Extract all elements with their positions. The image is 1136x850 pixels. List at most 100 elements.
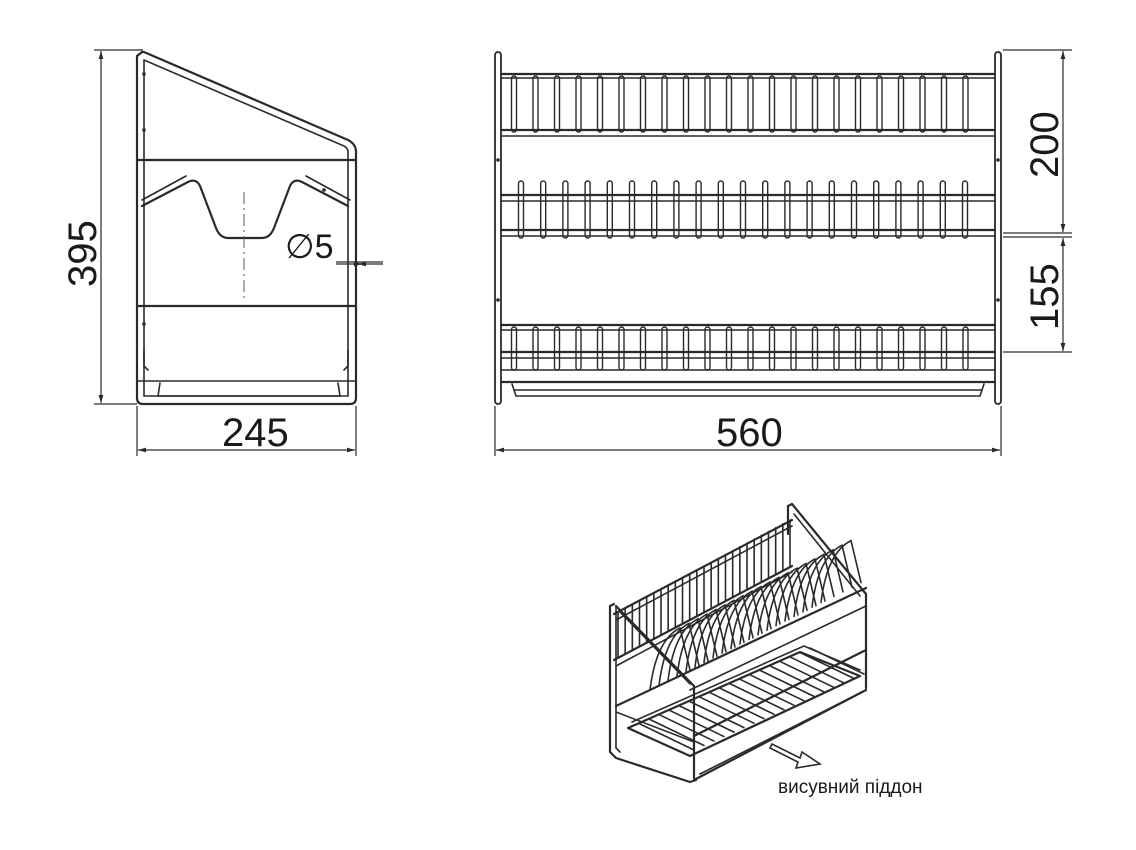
wire-bar: [699, 696, 755, 724]
wire-rod: [854, 75, 862, 133]
side-width-label: 245: [222, 411, 289, 455]
wire-bar: [749, 674, 805, 702]
side-height-dimension: 395: [61, 49, 143, 405]
wire-rod: [553, 75, 561, 133]
front-width-label: 560: [716, 411, 783, 455]
plate-fin: [703, 599, 745, 664]
wire-rod: [895, 180, 902, 239]
wire-bar: [759, 669, 815, 698]
wire-bar: [669, 709, 725, 738]
lower-section-label: 155: [1023, 263, 1067, 330]
wire-rod: [540, 180, 547, 239]
wire-rod: [850, 180, 858, 239]
side-height-label: 395: [61, 220, 105, 287]
wire-rod: [639, 326, 647, 371]
plate-fin: [748, 576, 790, 641]
side-width-dimension: 245: [136, 406, 357, 456]
plate-fin: [793, 553, 835, 618]
plate-fin: [694, 603, 736, 668]
wire-rod: [618, 75, 625, 133]
wire-rod: [768, 75, 776, 133]
plate-fin: [811, 544, 853, 608]
wire-rod: [897, 75, 905, 133]
wire-rod: [747, 326, 754, 371]
wire-rod: [768, 326, 776, 371]
wire-rod: [639, 75, 647, 133]
wire-rod: [873, 180, 880, 239]
front-width-dimension: 560: [494, 406, 1002, 456]
wire-rod: [790, 326, 797, 371]
wire-rod: [606, 180, 613, 239]
upper-section-dimension: 200: [1003, 49, 1072, 234]
plate-fin: [757, 571, 799, 636]
wire-rod: [790, 75, 797, 133]
plate-fin: [667, 617, 709, 682]
wire-rod: [762, 180, 769, 239]
wire-rod: [784, 180, 791, 239]
wire-rod: [725, 326, 733, 371]
lower-section-dimension: 155: [1003, 236, 1072, 353]
wire-bar: [799, 651, 855, 680]
wire-bar: [779, 660, 835, 689]
wire-rod: [833, 75, 840, 133]
wire-rod: [811, 75, 819, 133]
wire-rod: [876, 326, 883, 371]
upper-section-label: 200: [1023, 111, 1067, 178]
wire-rod: [596, 326, 604, 371]
plate-fin: [676, 613, 718, 677]
front-view: [494, 51, 1002, 405]
wire-rod: [575, 75, 582, 133]
wire-rod: [940, 75, 948, 133]
wire-rod: [682, 326, 690, 371]
wire-rod: [940, 326, 948, 371]
wire-rod: [739, 180, 747, 239]
wire-bar: [659, 714, 715, 742]
wire-rod: [510, 75, 518, 133]
wire-rod: [717, 180, 724, 239]
wire-bar: [679, 705, 735, 733]
wire-rod: [962, 326, 969, 371]
wire-rod: [618, 326, 625, 371]
plate-fin: [649, 626, 691, 691]
plate-fin: [739, 580, 781, 645]
wire-rod: [553, 326, 561, 371]
wire-rod: [661, 75, 668, 133]
wire-rod: [919, 75, 926, 133]
wire-bar: [809, 647, 865, 675]
wire-bar: [719, 687, 775, 716]
wire-rod: [961, 180, 969, 239]
wire-rod: [704, 326, 711, 371]
wire-bar: [739, 678, 795, 707]
wire-rod: [854, 326, 862, 371]
plate-fin: [712, 594, 754, 659]
wire-rod: [628, 180, 636, 239]
wire-bar: [789, 656, 845, 684]
plate-fin: [721, 590, 763, 654]
wire-rod: [897, 326, 905, 371]
plate-fin: [685, 608, 727, 673]
wire-rod: [828, 180, 835, 239]
wire-bar: [649, 718, 705, 747]
plate-fin: [802, 548, 844, 613]
wire-rod: [510, 326, 518, 371]
plate-fin: [658, 622, 700, 687]
wire-bar: [709, 691, 765, 720]
wire-bar: [639, 723, 695, 751]
plate-fin: [784, 557, 826, 622]
wire-rod: [725, 75, 733, 133]
wire-rod: [532, 75, 539, 133]
wire-rod: [651, 180, 658, 239]
wire-rod: [806, 180, 813, 239]
plate-fin: [775, 562, 817, 627]
sliding-tray-caption: висувний піддон: [778, 777, 923, 798]
wire-bar: [729, 682, 785, 711]
wire-rod: [704, 75, 711, 133]
plate-fin: [820, 539, 862, 604]
wire-rod: [876, 75, 883, 133]
wire-rod: [532, 326, 539, 371]
wire-bar: [689, 700, 745, 729]
wire-diameter-label: ∅5: [285, 228, 334, 266]
wire-rod: [962, 75, 969, 133]
wire-rod: [811, 326, 819, 371]
